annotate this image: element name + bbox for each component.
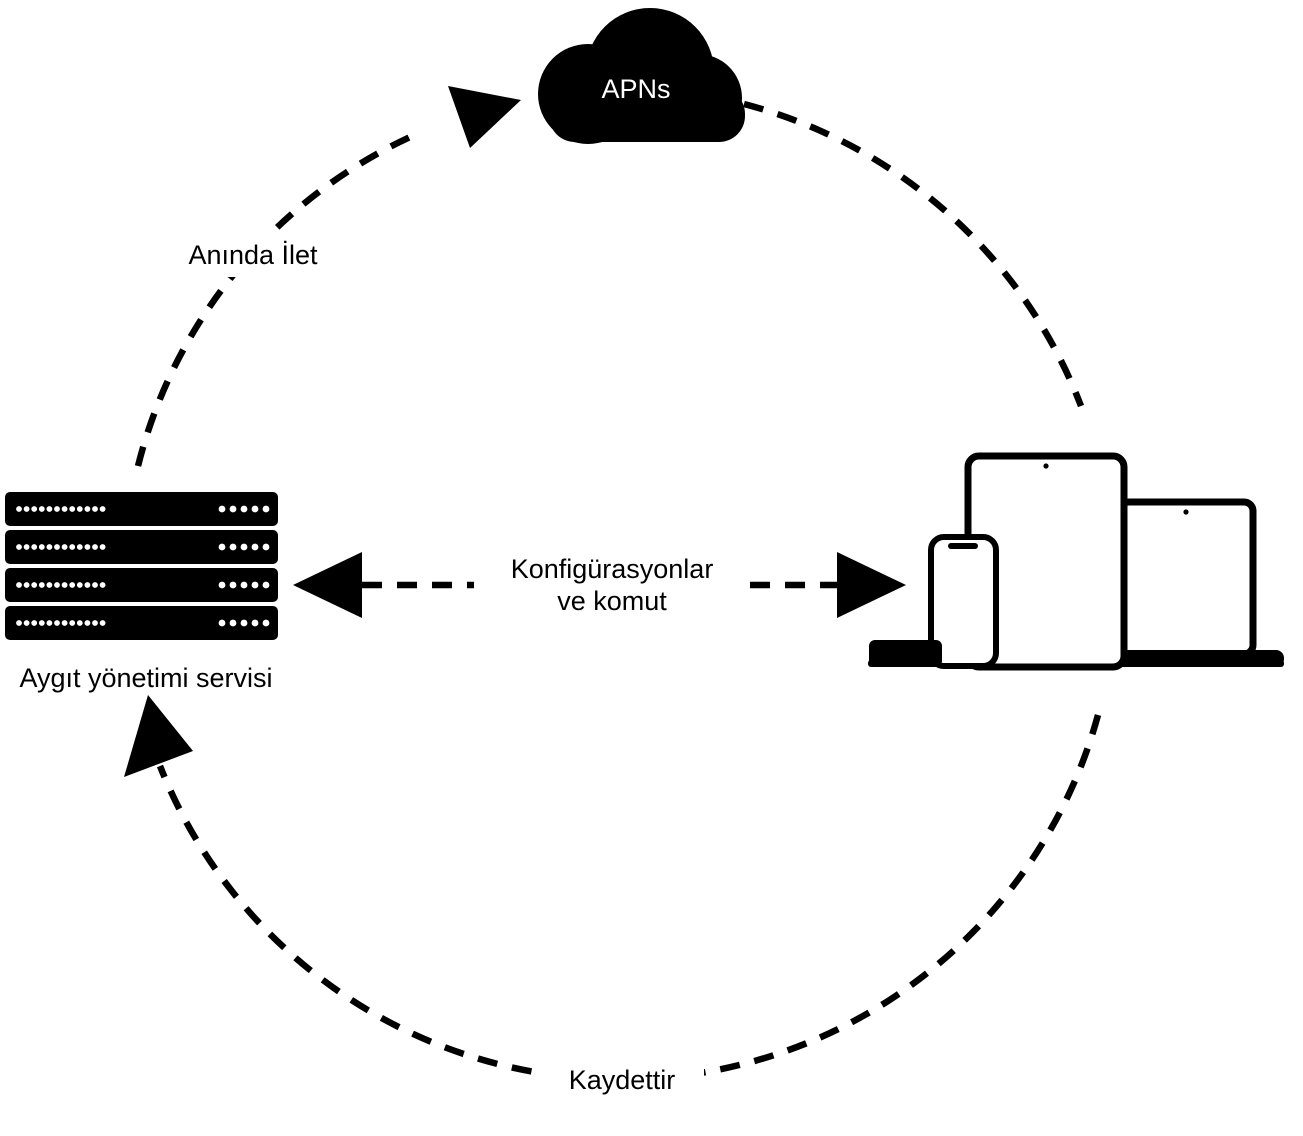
cloud-icon: [538, 8, 745, 144]
configurations-arrowhead-right-icon: [837, 552, 906, 618]
apns-node: APNs: [538, 8, 745, 144]
push-edge: Anında İlet: [134, 86, 521, 467]
push-label-backdrop: [178, 231, 330, 277]
push-arrowhead-icon: [448, 86, 521, 148]
enroll-label-backdrop: [541, 1057, 704, 1103]
apns-to-devices-arc: [743, 100, 1085, 408]
apple-tv-icon: [869, 640, 942, 667]
push-label: Anında İlet: [188, 239, 318, 270]
push-arc: [134, 130, 421, 467]
configurations-edge: Konfigürasyonlar ve komut: [293, 552, 906, 618]
enroll-edge: Kaydettir: [124, 695, 1102, 1103]
configurations-label-line2: ve komut: [557, 586, 667, 616]
configurations-label-line1: Konfigürasyonlar: [511, 554, 714, 584]
devices-node: [868, 452, 1284, 671]
apns-to-devices-edge: [743, 100, 1085, 408]
management-service-node: Aygıt yönetimi servisi: [5, 492, 278, 693]
iphone-icon: [928, 534, 999, 669]
server-rack-icon: [5, 492, 278, 640]
enroll-arrowhead-icon: [124, 695, 193, 777]
apns-label: APNs: [601, 74, 670, 104]
configurations-arrowhead-left-icon: [293, 552, 362, 618]
management-service-label: Aygıt yönetimi servisi: [19, 663, 272, 693]
enroll-arc: [156, 714, 1102, 1083]
enroll-label: Kaydettir: [569, 1065, 676, 1095]
